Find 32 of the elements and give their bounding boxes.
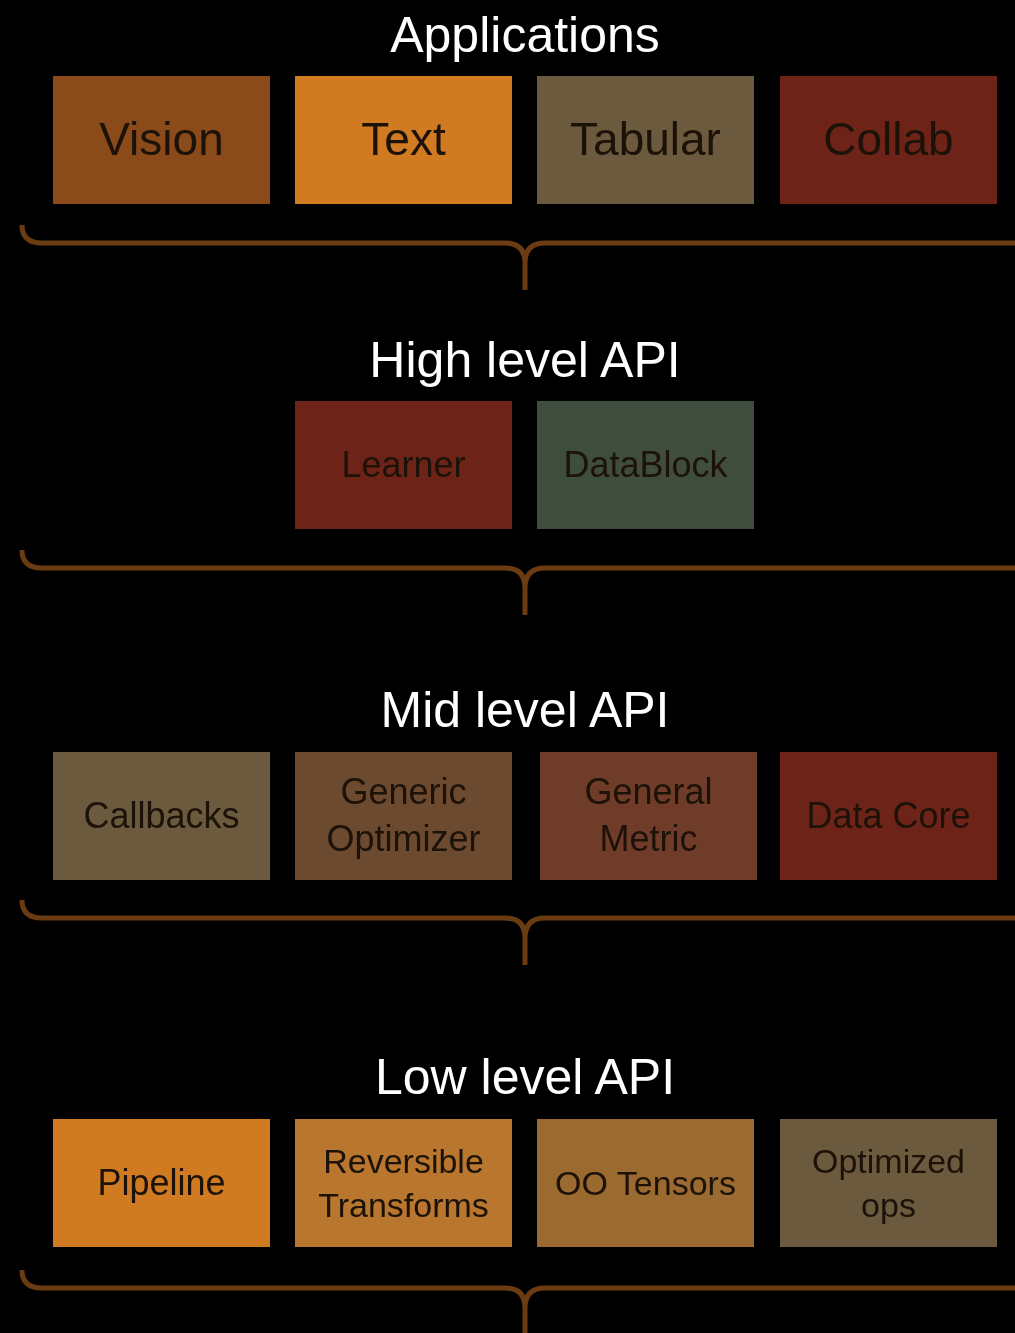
component-box (537, 401, 754, 529)
box-label: Generic Optimizer (325, 770, 482, 861)
box-label: Text (361, 112, 446, 168)
box-label: Learner (341, 442, 466, 487)
layer-heading: Mid level API (380, 685, 670, 735)
component-box (53, 76, 270, 204)
component-box (780, 76, 997, 204)
box-label: Reversible Transforms (317, 1140, 490, 1226)
component-box (295, 401, 512, 529)
component-box (53, 752, 270, 880)
box-label: Tabular (570, 112, 721, 168)
component-box (295, 76, 512, 204)
component-box (295, 752, 512, 880)
component-box (537, 76, 754, 204)
box-label: Optimized ops (810, 1140, 967, 1226)
box-label: DataBlock (563, 442, 728, 487)
component-box (780, 1119, 997, 1247)
layer-heading: High level API (369, 335, 681, 385)
layer-heading: Low level API (374, 1052, 676, 1102)
component-box (540, 752, 757, 880)
box-label: Vision (99, 112, 224, 168)
component-box (537, 1119, 754, 1247)
box-label: Callbacks (83, 793, 240, 838)
component-box (53, 1119, 270, 1247)
component-box (295, 1119, 512, 1247)
box-label: Collab (823, 112, 954, 168)
component-box (780, 752, 997, 880)
box-label: General Metric (583, 770, 714, 861)
box-label: Pipeline (97, 1160, 226, 1205)
layer-heading: Applications (390, 10, 660, 60)
box-label: Data Core (806, 793, 971, 838)
box-label: OO Tensors (555, 1162, 736, 1204)
